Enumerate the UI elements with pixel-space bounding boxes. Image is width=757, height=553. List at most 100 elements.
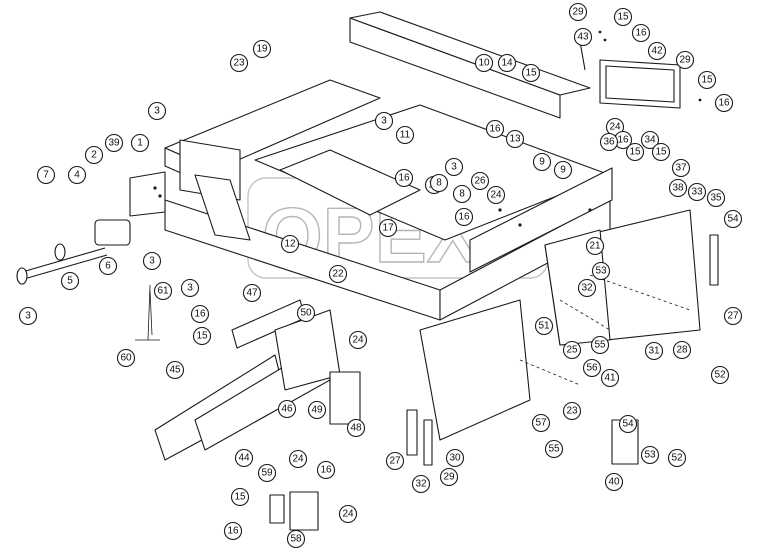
callout-circle — [599, 132, 619, 152]
plate-59 — [269, 494, 285, 524]
callout-circle — [316, 460, 336, 480]
callout-17: 17 — [378, 218, 398, 238]
callout-16: 16 — [631, 23, 651, 43]
callout-number: 53 — [644, 450, 656, 461]
callout-number: 44 — [238, 453, 250, 464]
callout-circle — [568, 2, 588, 22]
callout-number: 48 — [350, 423, 362, 434]
callout-circle — [591, 261, 611, 281]
callout-circle — [687, 182, 707, 202]
callout-22: 22 — [328, 264, 348, 284]
callout-29: 29 — [568, 2, 588, 22]
plate-58 — [289, 491, 319, 531]
callout-circle — [618, 414, 638, 434]
callout-number: 36 — [603, 137, 615, 148]
panel-31-side — [544, 229, 611, 346]
callout-number: 8 — [459, 189, 465, 200]
callout-27: 27 — [385, 451, 405, 471]
callout-circle — [116, 348, 136, 368]
callout-circle — [60, 271, 80, 291]
callout-number: 25 — [566, 345, 578, 356]
callout-32: 32 — [577, 278, 597, 298]
callout-51: 51 — [534, 316, 554, 336]
callout-7: 7 — [36, 165, 56, 185]
callout-circle — [165, 360, 185, 380]
callout-circle — [223, 521, 243, 541]
callout-circle — [600, 368, 620, 388]
callout-number: 24 — [352, 335, 364, 346]
callout-circle — [18, 306, 38, 326]
callout-circle — [346, 418, 366, 438]
callout-circle — [394, 168, 414, 188]
callout-circle — [374, 111, 394, 131]
callout-circle — [470, 171, 490, 191]
callout-number: 31 — [648, 346, 660, 357]
callout-29: 29 — [439, 467, 459, 487]
callout-number: 7 — [43, 170, 49, 181]
callout-circle — [67, 165, 87, 185]
callout-circle — [625, 142, 645, 162]
callout-61: 61 — [153, 281, 173, 301]
callout-16: 16 — [613, 130, 633, 150]
callout-circle — [562, 401, 582, 421]
callout-number: 21 — [589, 241, 601, 252]
inner-panel — [279, 149, 421, 216]
callout-number: 13 — [509, 134, 521, 145]
callout-circle — [544, 439, 564, 459]
callout-circle — [534, 316, 554, 336]
callout-15: 15 — [625, 142, 645, 162]
callout-3: 3 — [18, 306, 38, 326]
callout-23: 23 — [229, 53, 249, 73]
callout-number: 58 — [290, 534, 302, 545]
callout-49: 49 — [307, 400, 327, 420]
callout-number: 3 — [381, 116, 387, 127]
callout-16: 16 — [394, 168, 414, 188]
callout-number: 37 — [675, 163, 687, 174]
callout-3: 3 — [142, 251, 162, 271]
alignment-lines — [519, 274, 691, 386]
callout-circle — [180, 278, 200, 298]
callout-11: 11 — [395, 125, 415, 145]
callout-24: 24 — [348, 330, 368, 350]
callout-circle — [585, 236, 605, 256]
callout-number: 16 — [398, 173, 410, 184]
callout-50: 50 — [296, 303, 316, 323]
callout-54: 54 — [618, 414, 638, 434]
callout-circle — [454, 207, 474, 227]
callout-37: 37 — [671, 158, 691, 178]
callout-circle — [147, 101, 167, 121]
callout-number: 51 — [538, 321, 550, 332]
callout-circle — [234, 448, 254, 468]
callout-circle — [328, 264, 348, 284]
callout-53: 53 — [591, 261, 611, 281]
callout-number: 3 — [154, 106, 160, 117]
callout-55: 55 — [590, 335, 610, 355]
callout-40: 40 — [604, 472, 624, 492]
callout-circle — [706, 188, 726, 208]
callout-number: 59 — [261, 468, 273, 479]
callout-number: 3 — [451, 162, 457, 173]
callout-number: 29 — [443, 472, 455, 483]
callout-circle — [192, 326, 212, 346]
callout-56: 56 — [582, 358, 602, 378]
callout-number: 38 — [672, 183, 684, 194]
callout-number: 32 — [581, 283, 593, 294]
callout-52: 52 — [710, 365, 730, 385]
callout-30: 30 — [445, 448, 465, 468]
callout-3: 3 — [444, 157, 464, 177]
callout-number: 27 — [389, 456, 401, 467]
callout-circle — [531, 413, 551, 433]
cover-block — [94, 219, 131, 246]
callout-15: 15 — [613, 7, 633, 27]
callout-number: 32 — [415, 479, 427, 490]
callout-number: 15 — [655, 147, 667, 158]
callout-16: 16 — [714, 93, 734, 113]
callout-24: 24 — [288, 449, 308, 469]
callout-number: 14 — [501, 58, 513, 69]
callout-31: 31 — [644, 341, 664, 361]
callout-8: 8 — [429, 173, 449, 193]
callout-number: 24 — [609, 122, 621, 133]
callout-35: 35 — [706, 188, 726, 208]
callout-46: 46 — [277, 399, 297, 419]
callout-circle — [577, 278, 597, 298]
